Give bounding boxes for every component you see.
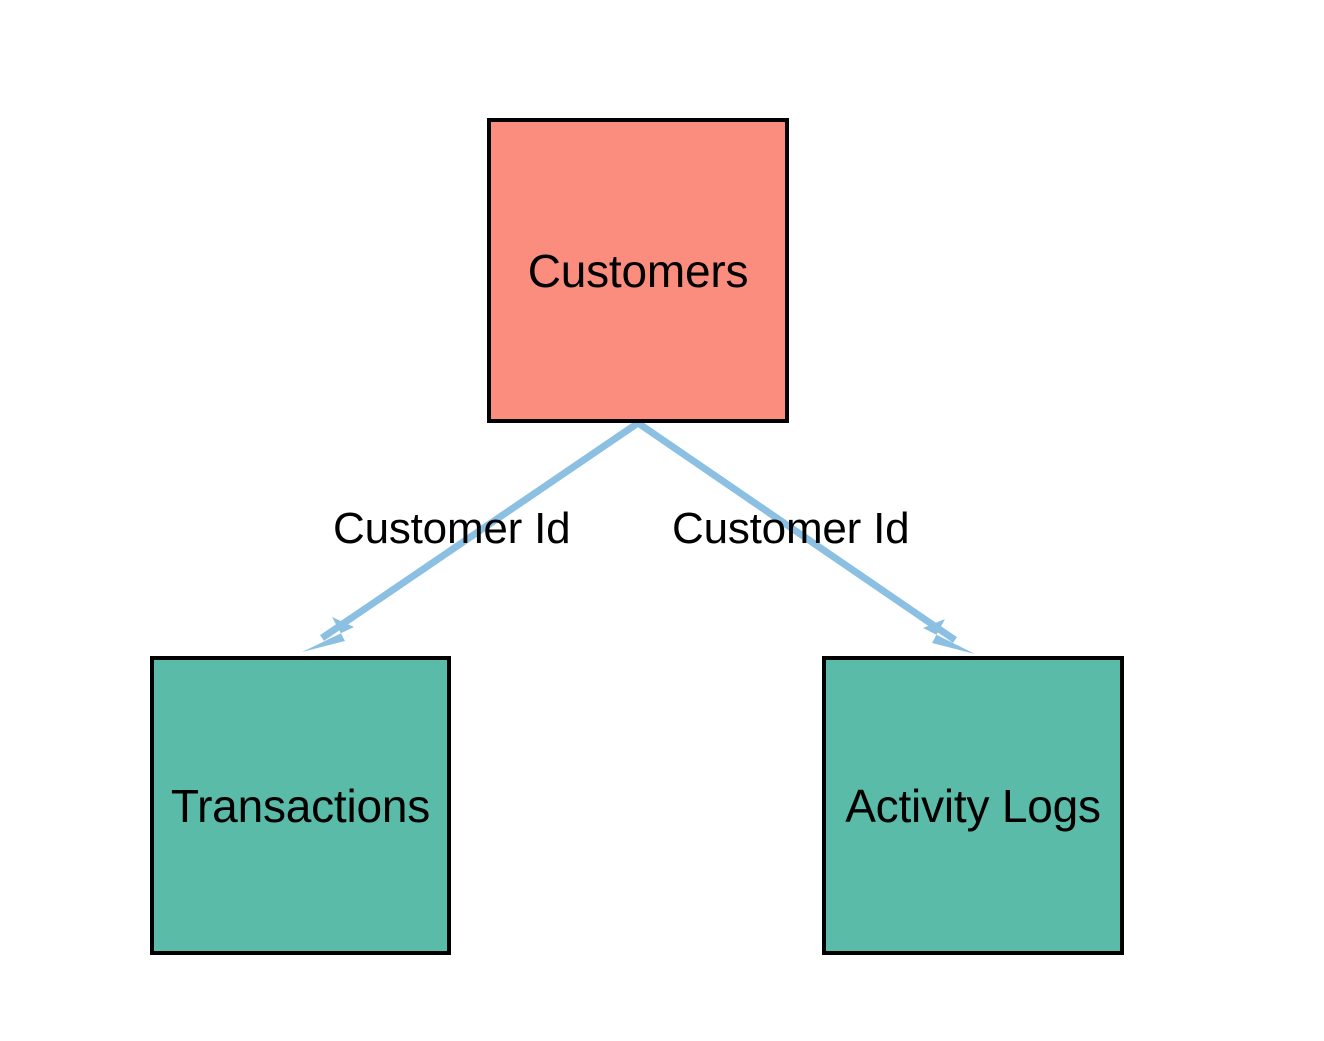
node-activity-logs[interactable]: Activity Logs (822, 656, 1124, 955)
edge-line-customers-transactions (320, 420, 640, 641)
node-transactions[interactable]: Transactions (150, 656, 451, 955)
node-transactions-label: Transactions (170, 779, 431, 832)
arrowhead-activity-logs (923, 619, 975, 654)
edge-label-customer-id-left: Customer Id (333, 504, 571, 553)
edge-line-customers-activity-logs (636, 420, 957, 643)
node-customers[interactable]: Customers (487, 118, 789, 423)
edge-customers-to-activity-logs (636, 420, 975, 654)
edge-label-customer-id-right: Customer Id (672, 504, 910, 553)
node-customers-label: Customers (527, 244, 749, 297)
arrowhead-transactions (302, 617, 354, 652)
node-activity-logs-label: Activity Logs (845, 779, 1101, 832)
edge-customers-to-transactions (302, 420, 640, 652)
